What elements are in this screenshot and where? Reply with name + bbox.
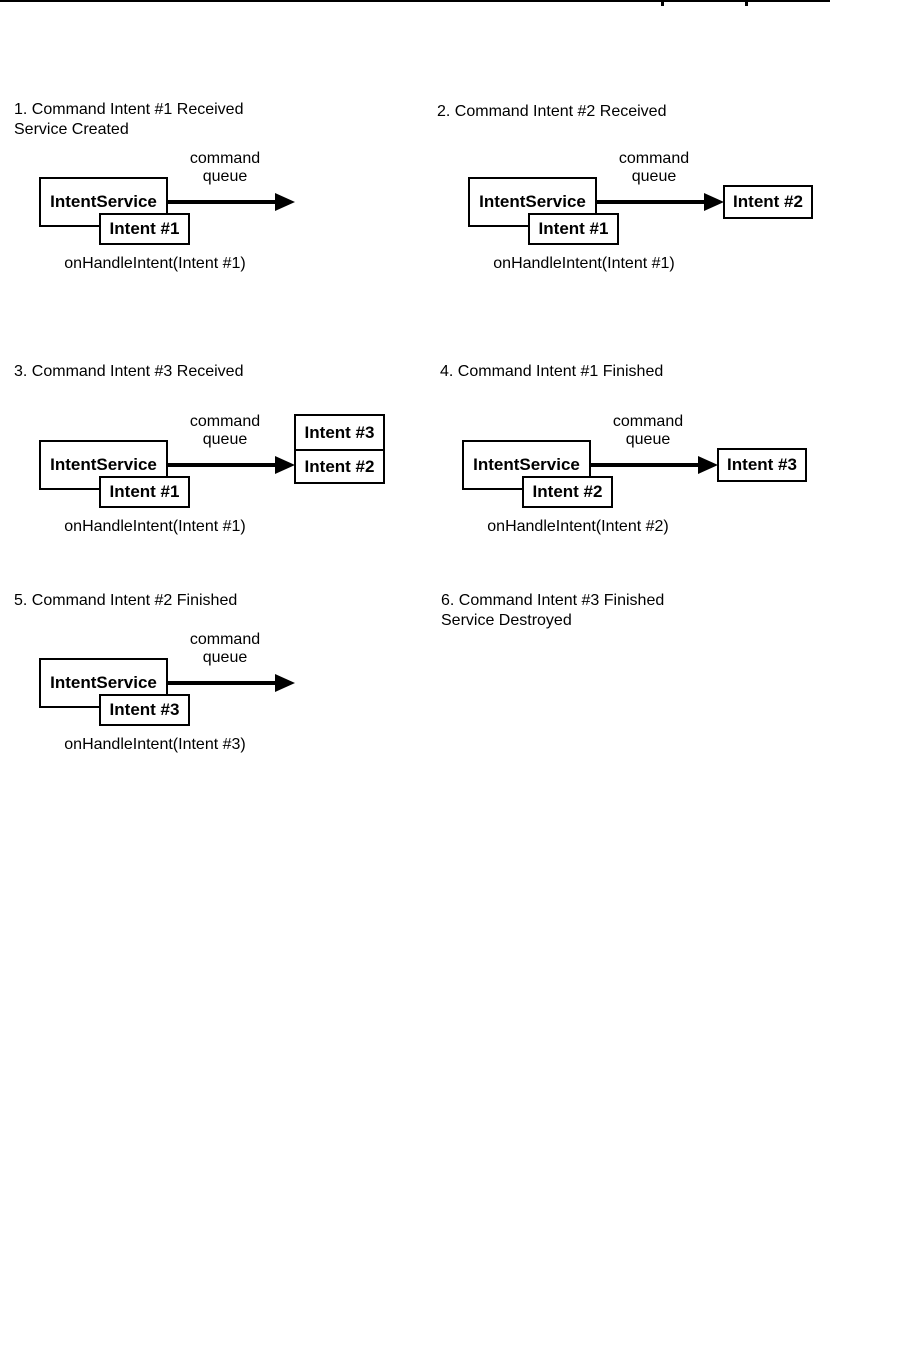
queue-item-box: Intent #3 — [717, 448, 807, 482]
panel-2-title: 2. Command Intent #2 Received — [437, 102, 666, 122]
command-queue-label-line-2: queue — [202, 431, 248, 448]
panel-5-diagram: command queue IntentService Intent #3 on… — [39, 631, 399, 788]
queue-arrow-head-icon — [275, 456, 295, 474]
top-rule-tick — [745, 0, 748, 6]
active-intent-box: Intent #2 — [522, 476, 613, 508]
panel-1-title: 1. Command Intent #1 Received Service Cr… — [14, 100, 243, 140]
panel-6-title-line-2: Service Destroyed — [441, 612, 572, 629]
handler-text: onHandleIntent(Intent #3) — [64, 736, 246, 753]
queue-arrow-head-icon — [275, 674, 295, 692]
queue-arrow-head-icon — [698, 456, 718, 474]
panel-6-title-line-1: 6. Command Intent #3 Finished — [441, 592, 665, 609]
panel-4-title-line-1: 4. Command Intent #1 Finished — [440, 363, 664, 380]
queue-stack: Intent #3 Intent #2 — [294, 414, 385, 484]
command-queue-label: command queue — [145, 413, 305, 449]
panel-2-title-line-1: 2. Command Intent #2 Received — [437, 103, 667, 120]
command-queue-label-line-2: queue — [625, 431, 671, 448]
queue-item-box: Intent #3 — [304, 422, 375, 442]
handler-text: onHandleIntent(Intent #2) — [487, 518, 669, 535]
queue-arrow-head-icon — [275, 193, 295, 211]
top-rule-tick — [661, 0, 664, 6]
queue-item-box: Intent #2 — [723, 185, 813, 219]
command-queue-label-line-1: command — [189, 413, 261, 430]
active-intent-box: Intent #1 — [528, 213, 619, 245]
command-queue-label-line-2: queue — [202, 649, 248, 666]
command-queue-label: command queue — [145, 631, 305, 667]
panel-1-diagram: command queue IntentService Intent #1 on… — [39, 150, 399, 307]
queue-arrow-line — [168, 200, 278, 204]
queue-arrow-line — [168, 463, 278, 467]
panel-3-title-line-1: 3. Command Intent #3 Received — [14, 363, 244, 380]
panel-1-title-line-2: Service Created — [14, 121, 129, 138]
command-queue-label-line-1: command — [189, 150, 261, 167]
panel-4-title: 4. Command Intent #1 Finished — [440, 362, 663, 382]
panel-5-title: 5. Command Intent #2 Finished — [14, 591, 237, 611]
queue-arrow-head-icon — [704, 193, 724, 211]
command-queue-label-line-2: queue — [631, 168, 677, 185]
command-queue-label: command queue — [568, 413, 728, 449]
command-queue-label: command queue — [574, 150, 734, 186]
command-queue-label-line-1: command — [189, 631, 261, 648]
command-queue-label-line-2: queue — [202, 168, 248, 185]
panel-3-title: 3. Command Intent #3 Received — [14, 362, 243, 382]
panel-3-diagram: command queue IntentService Intent #1 In… — [39, 413, 399, 570]
active-intent-box: Intent #1 — [99, 476, 190, 508]
command-queue-label: command queue — [145, 150, 305, 186]
queue-arrow-line — [168, 681, 278, 685]
handler-text: onHandleIntent(Intent #1) — [493, 255, 675, 272]
panel-4-diagram: command queue IntentService Intent #2 In… — [462, 413, 822, 570]
handler-text: onHandleIntent(Intent #1) — [64, 255, 246, 272]
handler-text: onHandleIntent(Intent #1) — [64, 518, 246, 535]
active-intent-box: Intent #3 — [99, 694, 190, 726]
active-intent-box: Intent #1 — [99, 213, 190, 245]
queue-item-box: Intent #2 — [296, 449, 383, 482]
queue-arrow-line — [591, 463, 701, 467]
command-queue-label-line-1: command — [618, 150, 690, 167]
queue-arrow-line — [597, 200, 707, 204]
command-queue-label-line-1: command — [612, 413, 684, 430]
panel-5-title-line-1: 5. Command Intent #2 Finished — [14, 592, 238, 609]
top-rule — [0, 0, 830, 2]
panel-1-title-line-1: 1. Command Intent #1 Received — [14, 101, 244, 118]
panel-6-title: 6. Command Intent #3 Finished Service De… — [441, 591, 664, 631]
panel-2-diagram: command queue IntentService Intent #1 In… — [468, 150, 828, 307]
